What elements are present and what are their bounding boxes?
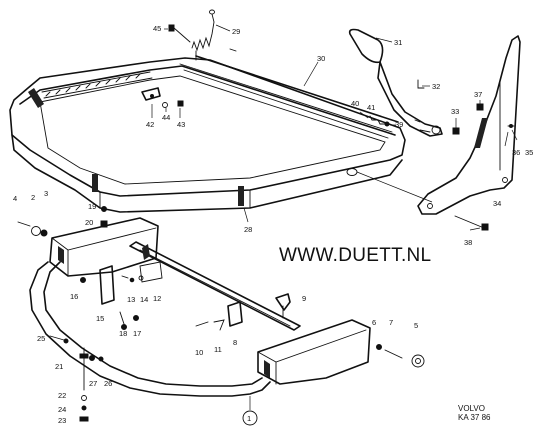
callout-27: 27 [89, 379, 97, 388]
callout-3: 3 [44, 189, 48, 198]
callout-17: 17 [133, 329, 141, 338]
callout-41: 41 [367, 103, 375, 112]
callout-34: 34 [493, 199, 501, 208]
callout-10: 10 [195, 348, 203, 357]
callout-5: 5 [414, 321, 418, 330]
callout-25: 25 [37, 334, 45, 343]
callout-7: 7 [389, 318, 393, 327]
callout-20: 20 [85, 218, 93, 227]
callout-23: 23 [58, 416, 66, 425]
callout-16: 16 [70, 292, 78, 301]
adjuster-mechanism [141, 9, 443, 137]
callout-9: 9 [302, 294, 306, 303]
callout-19: 19 [88, 202, 96, 211]
callout-8: 8 [233, 338, 237, 347]
callout-36: 36 [512, 148, 520, 157]
callout-28: 28 [244, 225, 252, 234]
callout-15: 15 [96, 314, 104, 323]
callout-29: 29 [232, 27, 240, 36]
callout-45: 45 [153, 24, 161, 33]
callout-18: 18 [119, 329, 127, 338]
callout-42: 42 [146, 120, 154, 129]
callout-22: 22 [58, 391, 66, 400]
callout-ring [242, 410, 258, 426]
leader-lines [151, 24, 518, 231]
mounting-hole [346, 168, 358, 176]
callout-32: 32 [432, 82, 440, 91]
callout-30: 30 [317, 54, 325, 63]
brand-mark: VOLVO KA 37 86 [458, 404, 490, 422]
callout-1: 1 [247, 414, 251, 423]
callout-4: 4 [13, 194, 17, 203]
callout-33: 33 [451, 107, 459, 116]
callout-44: 44 [162, 113, 170, 122]
callout-11: 11 [214, 345, 222, 354]
callout-31: 31 [394, 38, 402, 47]
bumper-pad [238, 186, 244, 206]
callout-labels: 1 2 3 4 5 6 7 8 9 10 11 12 13 14 15 16 1… [13, 24, 533, 425]
callout-35: 35 [525, 148, 533, 157]
rubber-bush [31, 226, 41, 236]
callout-38: 38 [464, 238, 472, 247]
handle-knob [348, 28, 384, 64]
callout-6: 6 [372, 318, 376, 327]
callout-24: 24 [58, 405, 66, 414]
drawing-code: KA 37 86 [458, 413, 491, 422]
callout-37: 37 [474, 90, 482, 99]
callout-39: 39 [395, 120, 403, 129]
bumper-pad [28, 88, 44, 108]
callout-26: 26 [104, 379, 112, 388]
callout-12: 12 [153, 294, 161, 303]
bumper-pad [92, 174, 98, 192]
side-bracket [417, 35, 521, 231]
callout-21: 21 [55, 362, 63, 371]
callout-43: 43 [177, 120, 185, 129]
callout-13: 13 [127, 295, 135, 304]
callout-2: 2 [31, 193, 35, 202]
seat-frame [9, 57, 433, 213]
callout-14: 14 [140, 295, 148, 304]
brand-name: VOLVO [458, 404, 485, 413]
watermark: WWW.DUETT.NL [279, 245, 432, 266]
bumper-bar [17, 206, 425, 426]
callout-40: 40 [351, 99, 359, 108]
